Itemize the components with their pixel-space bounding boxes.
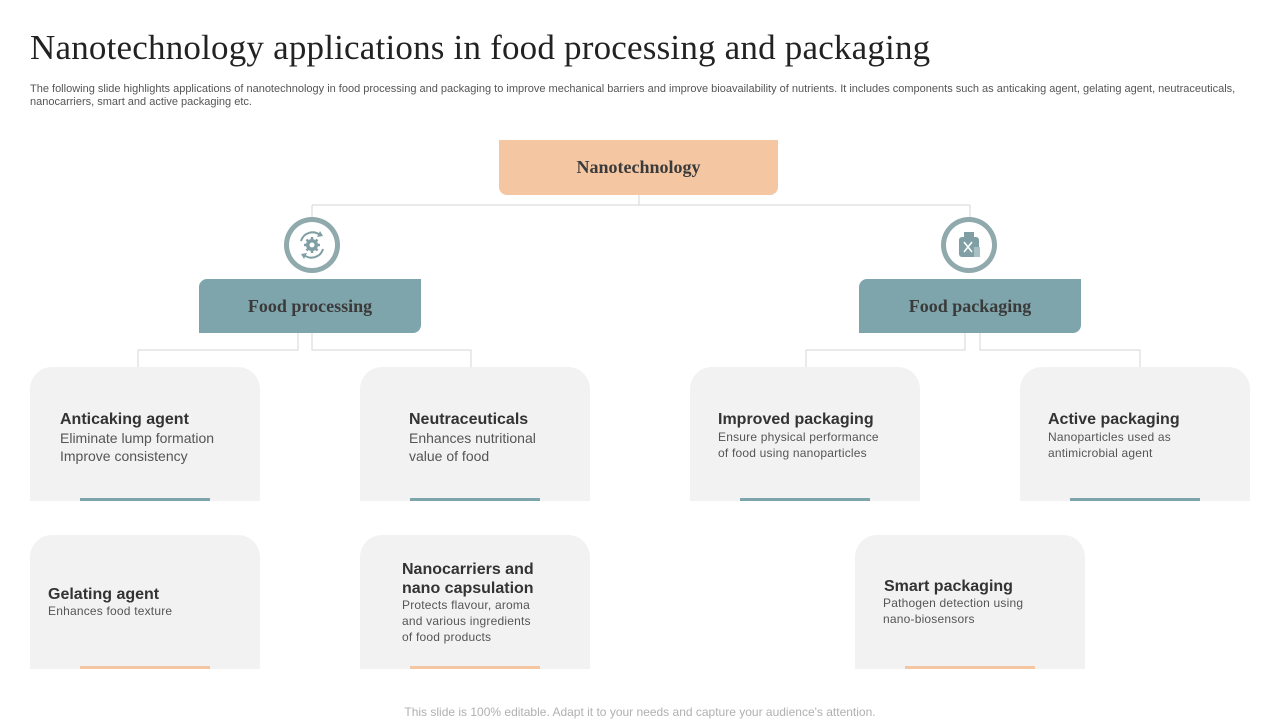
card-title: Neutraceuticals (409, 411, 529, 428)
card-accent-bar (410, 498, 540, 501)
card-accent-bar (740, 498, 870, 501)
card-accent-bar (80, 666, 210, 669)
page-subtitle: The following slide highlights applicati… (30, 83, 1236, 108)
card-text: and various ingredients (402, 614, 531, 628)
card-title: Anticaking agent (60, 411, 189, 428)
branch-food-packaging-label: Food packaging (908, 295, 1032, 316)
card-accent-bar (410, 666, 540, 669)
card-neutraceuticals: Neutraceuticals Enhances nutritional val… (360, 367, 590, 501)
card-text: antimicrobial agent (1048, 446, 1153, 460)
card-accent-bar (1070, 498, 1200, 501)
card-text: Eliminate lump formation (60, 430, 215, 446)
card-improved-packaging: Improved packaging Ensure physical perfo… (690, 367, 920, 501)
food-package-icon (941, 217, 997, 273)
card-accent-bar (80, 498, 210, 501)
card-title: nano capsulation (402, 580, 534, 597)
page-title: Nanotechnology applications in food proc… (30, 28, 931, 67)
branch-food-processing: Food processing (199, 279, 421, 333)
card-text: Protects flavour, aroma (402, 598, 530, 612)
gear-cycle-icon (284, 217, 340, 273)
root-node-nanotechnology: Nanotechnology (499, 140, 778, 195)
card-title: Gelating agent (48, 586, 160, 603)
card-nanocarriers: Nanocarriers and nano capsulation Protec… (360, 535, 590, 669)
card-title: Nanocarriers and (402, 561, 534, 578)
card-text: of food products (402, 630, 492, 644)
card-text: Enhances food texture (48, 604, 173, 618)
card-text: Ensure physical performance (718, 430, 879, 444)
card-active-packaging: Active packaging Nanoparticles used as a… (1020, 367, 1250, 501)
card-text: Enhances nutritional (409, 430, 536, 446)
card-title: Improved packaging (718, 411, 874, 428)
branch-food-processing-label: Food processing (247, 295, 373, 316)
card-text: Nanoparticles used as (1048, 430, 1171, 444)
card-anticaking-agent: Anticaking agent Eliminate lump formatio… (30, 367, 260, 501)
card-text: of food using nanoparticles (718, 446, 867, 460)
card-text: nano-biosensors (883, 612, 975, 626)
card-title: Smart packaging (884, 578, 1013, 595)
card-text: Pathogen detection using (883, 596, 1024, 610)
branch-food-packaging: Food packaging (859, 279, 1081, 333)
card-accent-bar (905, 666, 1035, 669)
card-text: value of food (409, 448, 490, 464)
card-smart-packaging: Smart packaging Pathogen detection using… (855, 535, 1085, 669)
card-title: Active packaging (1048, 411, 1180, 428)
card-text: Improve consistency (60, 448, 188, 464)
footer-note: This slide is 100% editable. Adapt it to… (404, 705, 876, 719)
card-gelating-agent: Gelating agent Enhances food texture (30, 535, 260, 669)
root-node-label: Nanotechnology (576, 157, 701, 177)
